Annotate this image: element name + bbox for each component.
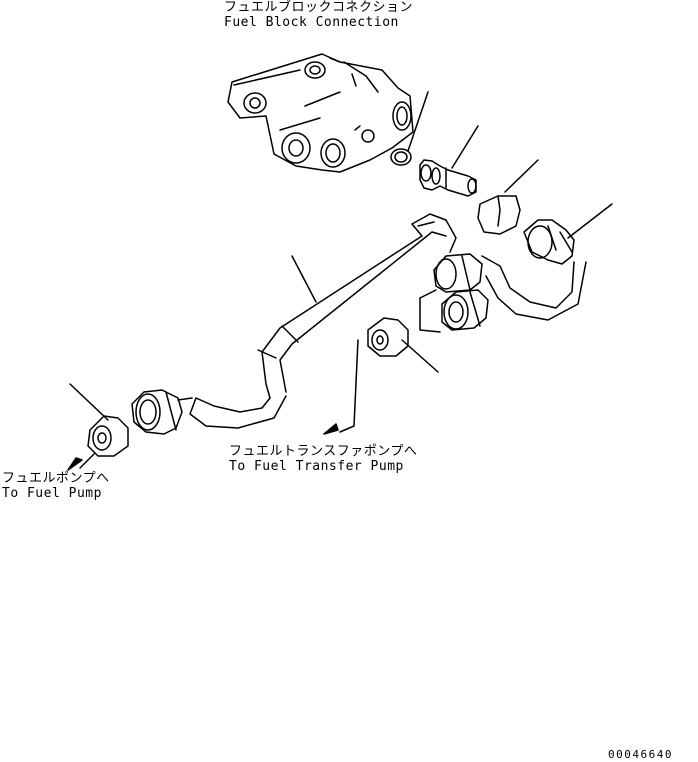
label-transfer-jp: フュエルトランスファポンプへ xyxy=(229,444,418,459)
cap xyxy=(477,159,539,235)
label-fuel-block-jp: フュエルブロックコネクション xyxy=(224,0,414,15)
connector-nipple xyxy=(419,125,479,197)
hose-nuts xyxy=(419,253,489,333)
label-to-fuel-transfer-pump: フュエルトランスファポンプへ To Fuel Transfer Pump xyxy=(229,444,417,474)
label-transfer-en: To Fuel Transfer Pump xyxy=(229,459,404,474)
plug-transfer xyxy=(323,317,439,435)
label-fuel-pump-jp: フュエルポンプへ xyxy=(2,471,110,486)
fuel-hose xyxy=(189,213,587,429)
fuel-block-connection xyxy=(227,53,414,173)
label-fuel-pump-en: To Fuel Pump xyxy=(2,486,102,501)
elbow-fitting-right xyxy=(523,203,613,265)
label-fuel-block-en: Fuel Block Connection xyxy=(224,15,399,30)
label-fuel-block-connection: フュエルブロックコネクション Fuel Block Connection xyxy=(224,0,413,30)
hose-nut-left xyxy=(131,389,193,435)
reference-number: 00046640 xyxy=(608,748,673,761)
o-ring xyxy=(390,91,429,166)
label-to-fuel-pump: フュエルポンプへ To Fuel Pump xyxy=(2,471,110,501)
plug-fuel-pump xyxy=(67,383,129,471)
leader-line-hose xyxy=(291,255,317,303)
